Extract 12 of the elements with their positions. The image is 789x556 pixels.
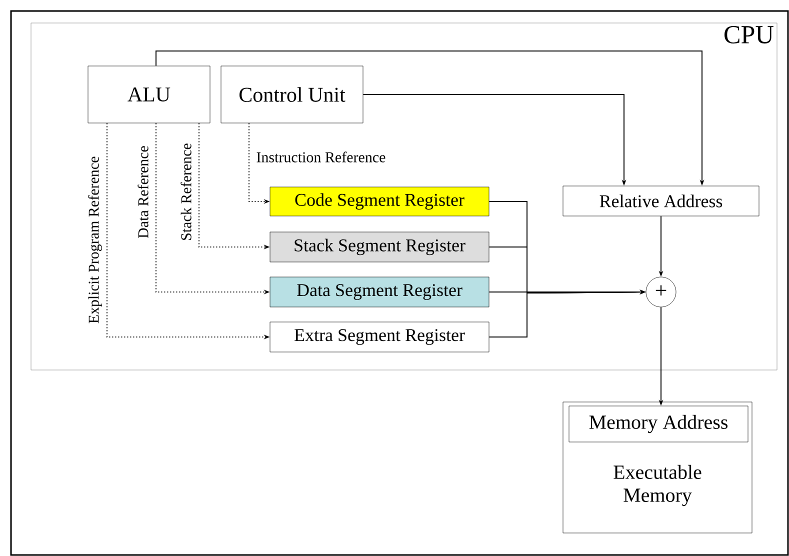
unit-box: ALU: [88, 66, 210, 124]
address-box: Memory Address: [568, 406, 748, 442]
edge-label: Explicit Program Reference: [87, 155, 103, 325]
register-box: Data Segment Register: [270, 276, 490, 308]
edge-label: Stack Reference: [180, 142, 192, 242]
edge-label: Instruction Reference: [255, 150, 387, 164]
address-box: Relative Address: [562, 186, 760, 216]
register-box: Extra Segment Register: [270, 322, 490, 352]
register-box: Code Segment Register: [270, 186, 490, 216]
edge-label: Data Reference: [136, 144, 150, 240]
register-box: Stack Segment Register: [270, 232, 490, 262]
unit-box: Control Unit: [220, 66, 364, 124]
